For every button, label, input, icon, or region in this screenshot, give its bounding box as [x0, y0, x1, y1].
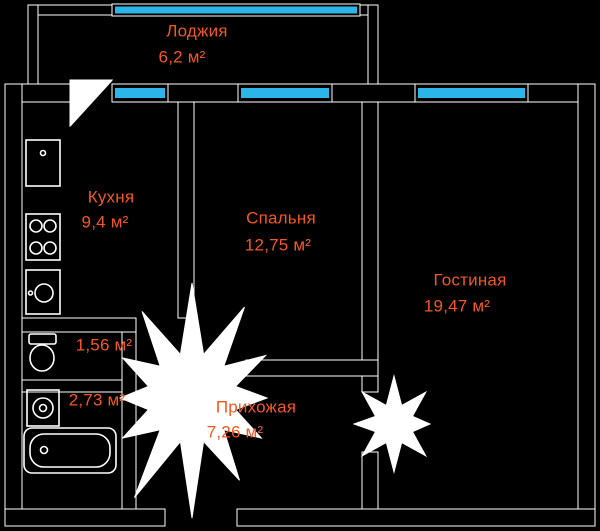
bedroom-area: 12,75 м² — [244, 235, 312, 255]
loggia-door-swing — [69, 79, 114, 128]
kitchen-name: Кухня — [87, 187, 135, 207]
loggia-window — [111, 3, 361, 17]
bathroom-area: 2,73 м² — [68, 390, 126, 410]
hallway-name: Прихожая — [215, 397, 297, 417]
loggia-area: 6,2 м² — [158, 47, 206, 67]
washing-machine-icon — [26, 389, 60, 427]
kitchen-window — [111, 83, 169, 103]
living-room-name: Гостиная — [433, 270, 507, 290]
hallway-doors-swing — [118, 282, 269, 519]
interior-walls — [21, 101, 379, 510]
fridge-icon — [25, 139, 61, 187]
loggia-name: Лоджия — [166, 21, 228, 41]
bedroom-window — [237, 83, 333, 103]
kitchen-area: 9,4 м² — [81, 212, 129, 232]
bedroom-name: Спальня — [246, 208, 316, 228]
kitchen-sink-icon — [25, 269, 61, 315]
living-room-area: 19,47 м² — [423, 296, 491, 316]
stove-icon — [25, 213, 61, 261]
bathtub-icon — [23, 427, 117, 474]
living-room-window — [414, 83, 529, 103]
living-room-door-swing — [352, 374, 432, 474]
outer-walls — [4, 83, 596, 527]
wc-area: 1,56 м² — [75, 335, 133, 355]
toilet-icon — [28, 333, 57, 372]
hallway-area: 7,26 м² — [206, 422, 264, 442]
